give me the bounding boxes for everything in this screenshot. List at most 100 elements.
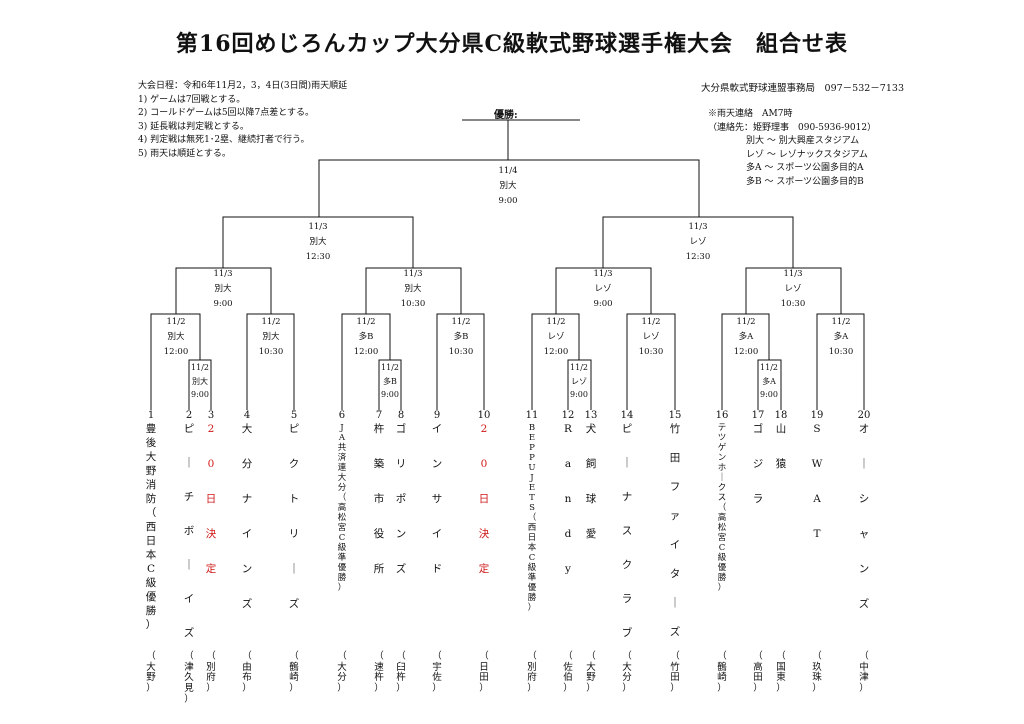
team-name-char: 準: [337, 553, 347, 563]
team-name-char: E: [528, 433, 536, 443]
rain-contact-person: （連絡先：姫野理事 090-5936-9012）: [708, 122, 877, 133]
team-name: ゴジラ: [752, 423, 764, 529]
team-name-char: ｜: [183, 457, 195, 470]
team-city-char: （: [242, 651, 252, 662]
r2-5-bracket: [531, 313, 580, 410]
rain-contact-time: ※雨天連絡 AM7時: [708, 109, 793, 119]
team-number: 5: [290, 410, 298, 421]
r1-1-bracket: [188, 359, 212, 410]
game-venue: レゾ: [547, 332, 565, 342]
team-city: （宇佐）: [432, 651, 442, 695]
team-name-char: ｜: [183, 559, 195, 572]
game-date: 11/2: [760, 363, 778, 372]
team-city: （臼杵）: [396, 651, 406, 695]
team-name-char: 宮: [337, 523, 347, 533]
team-name-char: ｜: [621, 457, 633, 470]
team-city-char: 由: [242, 661, 252, 673]
venue-legend-item: 多B ～ スポーツ公園多目的B: [746, 176, 864, 187]
team-name-char: 分: [241, 458, 253, 471]
game-time: 9:00: [191, 390, 209, 399]
team-city-char: ）: [479, 682, 489, 694]
team-city-char: 田: [753, 672, 763, 684]
sf-left-bracket: [222, 216, 414, 268]
team-name-char: P: [529, 443, 535, 453]
team-city-char: （: [670, 651, 680, 662]
team-city-char: 玖: [812, 661, 822, 673]
team-name-char: ド: [431, 563, 443, 576]
team-name-char: （: [337, 493, 347, 503]
team-name-char: 本: [527, 543, 537, 553]
team-name-char: ズ: [858, 598, 870, 611]
game-venue: 別大: [192, 376, 208, 386]
game-venue: 多B: [453, 332, 469, 342]
game-final: 11/4 別大 9:00: [498, 164, 517, 209]
team-name-char: ゲ: [717, 443, 727, 453]
winner-label: 優勝:: [494, 110, 518, 121]
team-city-char: 佐: [432, 672, 442, 684]
team-name-char: 日: [145, 535, 157, 548]
team-name-char: ジ: [752, 458, 764, 471]
team-number: 4: [243, 410, 251, 421]
team-name-char: d: [564, 528, 572, 541]
team-city: （大野）: [146, 651, 156, 695]
team-name-char: イ: [183, 593, 195, 606]
team-name-char: T: [813, 528, 821, 541]
r2-3-bracket: [341, 313, 391, 410]
team-name-char: 級: [145, 577, 157, 590]
team-name-char: ）: [717, 583, 727, 593]
team-name-char: a: [564, 458, 572, 471]
game-time: 9:00: [498, 196, 518, 206]
team-name-char: ピ: [621, 423, 633, 435]
game-date: 11/2: [191, 363, 209, 372]
team-name-char: ン: [717, 453, 727, 463]
team-name-char: ゴ: [752, 423, 764, 435]
game-r2-5: 11/2 レゾ 12:00: [544, 315, 569, 360]
team-city-char: 杵: [374, 672, 384, 684]
team-city-char: 崎: [717, 672, 727, 684]
team-name-char: S: [529, 503, 535, 513]
team-city-char: 野: [146, 672, 156, 684]
team-city-char: ）: [146, 682, 156, 694]
team-name-char: P: [529, 453, 535, 463]
team-name-char: 定: [478, 563, 490, 576]
game-venue: レゾ: [594, 284, 612, 294]
team-name-char: イ: [431, 423, 443, 435]
team-city-char: 分: [337, 672, 347, 684]
team-city-char: （: [859, 651, 869, 662]
team-name-char: 犬: [585, 423, 597, 435]
team-city-char: 竹: [670, 661, 680, 673]
team-name-char: 大: [337, 473, 347, 483]
team-city-char: ）: [337, 682, 347, 694]
team-name-char: フ: [669, 481, 681, 494]
game-qf4: 11/3 レゾ 10:30: [781, 267, 806, 312]
team-city-char: 大: [622, 661, 632, 673]
team-city-char: 宇: [432, 661, 442, 673]
game-time: 10:30: [448, 347, 474, 357]
game-time: 10:30: [400, 299, 426, 309]
team-city-char: 崎: [289, 672, 299, 684]
team-city-char: ）: [812, 682, 822, 694]
team-city-char: 東: [776, 672, 786, 684]
page-title: 第16回めじろんカップ大分県C級軟式野球選手権大会 組合せ表: [175, 31, 849, 57]
team-city-char: 鶴: [717, 661, 727, 673]
team-city-char: 津: [184, 661, 194, 673]
team-name-char: 西: [145, 521, 157, 534]
team-name-char: ｜: [717, 473, 727, 483]
team-name-char: 勝: [717, 573, 727, 583]
game-date: 11/2: [546, 317, 566, 327]
venue-legend-item: 別大 ～ 別大興産スタジアム: [746, 136, 860, 147]
team-name-char: 勝: [527, 593, 537, 603]
team-name-char: 防: [145, 493, 157, 506]
team-name-char: ｜: [858, 458, 870, 471]
team-city-char: 別: [527, 661, 537, 673]
game-time: 10:30: [780, 299, 806, 309]
